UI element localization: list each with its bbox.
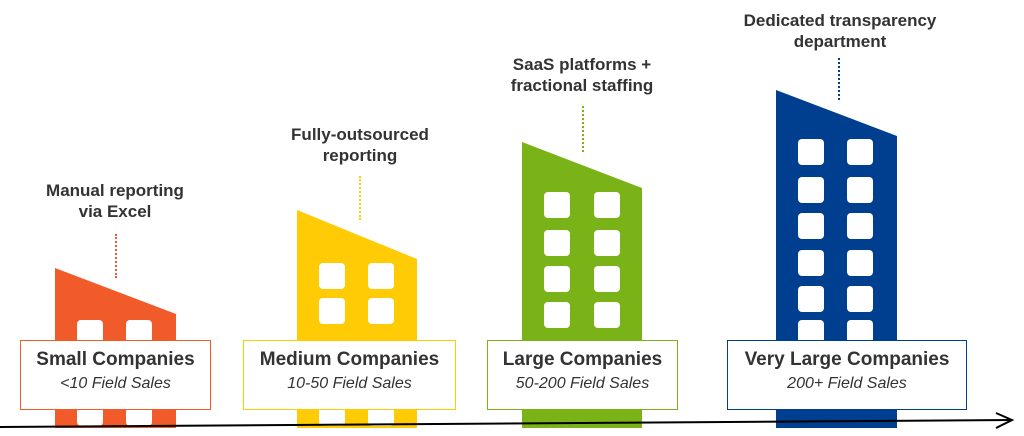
- annotation-large: SaaS platforms + fractional staffing: [487, 54, 677, 96]
- annotation-very-large-line-1: Dedicated transparency: [743, 11, 937, 30]
- annotation-medium-line-2: reporting: [322, 146, 398, 165]
- tier-sub-large: 50-200 Field Sales: [515, 375, 650, 392]
- window: [594, 192, 620, 218]
- window: [847, 286, 873, 312]
- tier-name-very-large: Very Large Companies: [744, 349, 950, 370]
- connector-large: [582, 106, 584, 152]
- tier-sub-medium: 10-50 Field Sales: [287, 375, 412, 392]
- annotation-small-line-1: Manual reporting: [46, 181, 184, 200]
- window: [319, 263, 345, 289]
- window: [798, 213, 824, 239]
- window: [798, 177, 824, 203]
- connector-small: [115, 234, 117, 278]
- tier-name-large: Large Companies: [502, 349, 663, 370]
- window: [368, 298, 394, 324]
- window: [847, 250, 873, 276]
- tier-sub-very-large: 200+ Field Sales: [787, 375, 907, 392]
- annotation-very-large: Dedicated transparency department: [710, 10, 970, 52]
- window: [798, 286, 824, 312]
- annotation-small: Manual reporting via Excel: [30, 180, 200, 222]
- card-large: Large Companies 50-200 Field Sales: [487, 340, 678, 410]
- window: [544, 230, 570, 256]
- window: [319, 298, 345, 324]
- annotation-small-line-2: via Excel: [78, 202, 152, 221]
- card-very-large: Very Large Companies 200+ Field Sales: [727, 340, 967, 410]
- annotation-medium-line-1: Fully-outsourced: [291, 125, 429, 144]
- annotation-large-line-2: fractional staffing: [510, 76, 654, 95]
- window: [798, 250, 824, 276]
- window: [847, 213, 873, 239]
- card-medium: Medium Companies 10-50 Field Sales: [243, 340, 456, 410]
- connector-medium: [359, 176, 361, 220]
- card-small: Small Companies <10 Field Sales: [20, 340, 211, 410]
- annotation-large-line-1: SaaS platforms +: [512, 55, 652, 74]
- window: [368, 263, 394, 289]
- window: [594, 230, 620, 256]
- tier-sub-small: <10 Field Sales: [60, 375, 171, 392]
- connector-very-large: [838, 58, 840, 100]
- window: [798, 139, 824, 165]
- annotation-medium: Fully-outsourced reporting: [270, 124, 450, 166]
- window: [847, 177, 873, 203]
- tier-name-medium: Medium Companies: [259, 349, 440, 370]
- window: [847, 139, 873, 165]
- window: [544, 302, 570, 328]
- window: [594, 266, 620, 292]
- window: [544, 266, 570, 292]
- tier-name-small: Small Companies: [36, 349, 195, 370]
- annotation-very-large-line-2: department: [793, 32, 887, 51]
- window: [594, 302, 620, 328]
- window: [544, 192, 570, 218]
